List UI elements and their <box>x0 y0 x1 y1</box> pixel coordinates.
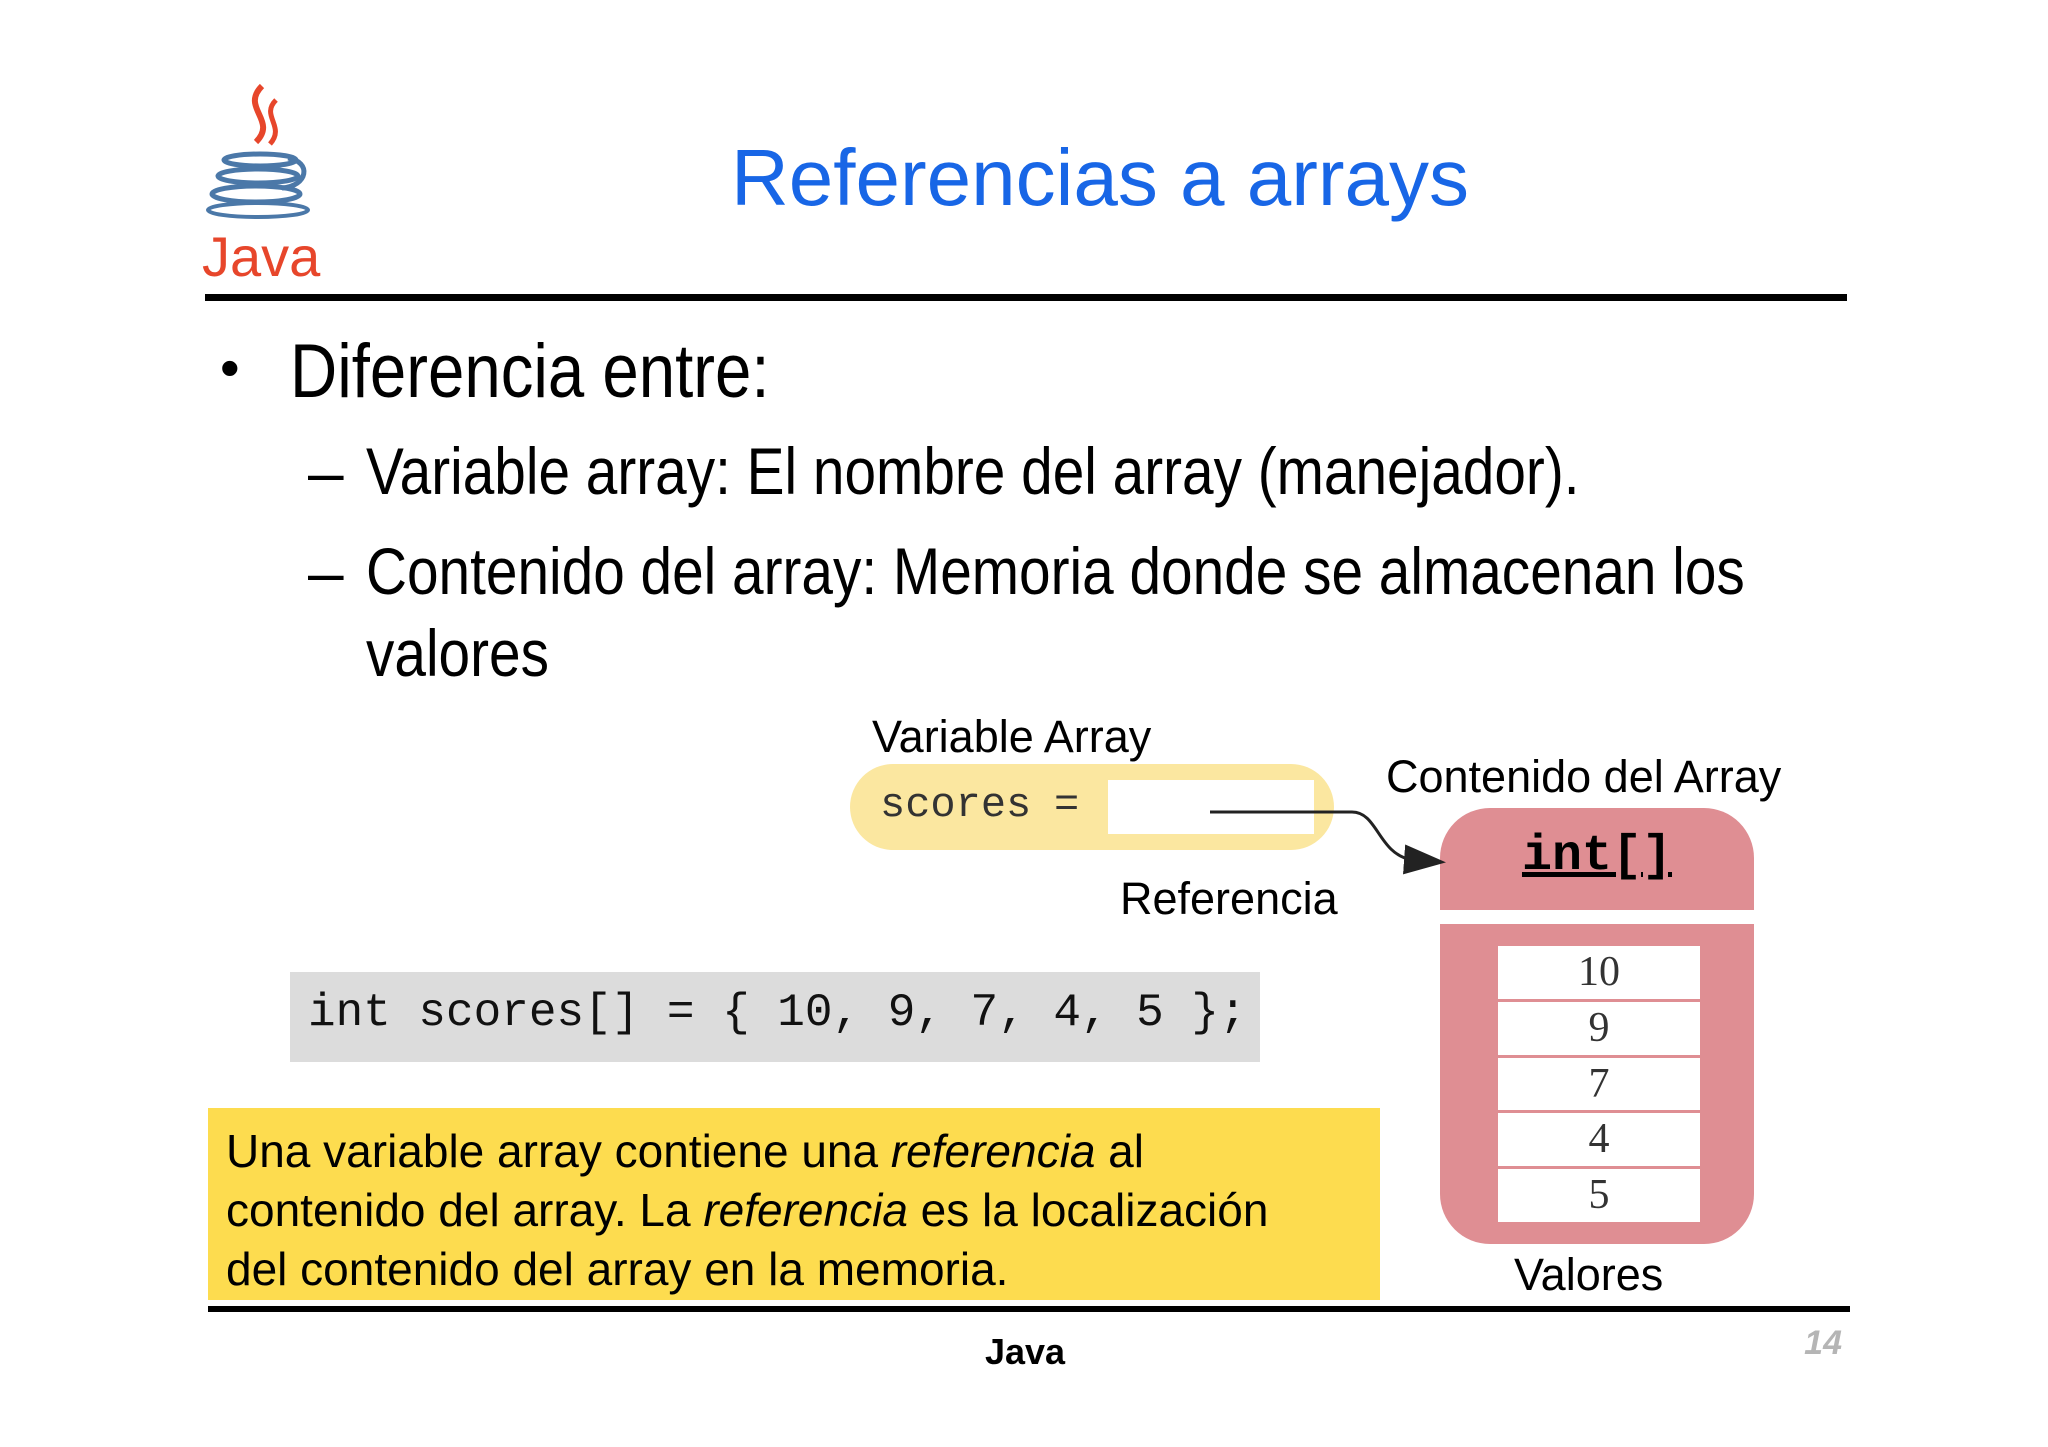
java-logo-text: Java <box>202 225 321 288</box>
bullet-dot: • <box>220 336 240 399</box>
array-cell: 10 <box>1498 946 1700 1002</box>
emphasis-referencia: referencia <box>890 1125 1096 1177</box>
variable-equals: = <box>1054 781 1080 829</box>
java-logo: Java <box>202 83 321 288</box>
page-number: 14 <box>1804 1324 1842 1362</box>
slide-title: Referencias a arrays <box>730 133 1470 222</box>
reference-slot <box>1108 780 1314 834</box>
array-header <box>1440 808 1754 910</box>
sub-bullet-content: Contenido del array: Memoria donde se al… <box>366 534 1745 608</box>
code-line: int scores[] = { 10, 9, 7, 4, 5 }; <box>308 987 1247 1039</box>
array-type: int[] <box>1521 828 1673 885</box>
variable-array-label: Variable Array <box>872 711 1152 762</box>
header-divider <box>205 294 1847 301</box>
array-content-label: Contenido del Array <box>1386 751 1782 802</box>
array-cell: 4 <box>1498 1113 1700 1170</box>
note-box <box>208 1108 1380 1300</box>
note-text: Una variable array contiene una referenc… <box>226 1125 1269 1295</box>
array-cell: 5 <box>1588 1172 1610 1219</box>
reference-label: Referencia <box>1120 873 1338 924</box>
variable-name: scores <box>880 781 1032 829</box>
array-cell: 7 <box>1498 1058 1700 1114</box>
sub-bullet-variable: Variable array: El nombre del array (man… <box>366 434 1580 508</box>
values-label: Valores <box>1514 1249 1664 1300</box>
sub-bullet-dash: – <box>308 436 344 508</box>
footer-label: Java <box>984 1331 1066 1372</box>
code-block <box>290 972 1260 1062</box>
sub-bullet-content-cont: valores <box>366 616 549 690</box>
bullet-main: Diferencia entre: <box>290 329 770 414</box>
emphasis-referencia: referencia <box>703 1184 908 1236</box>
array-values: 10 9 7 4 5 <box>1498 946 1700 1222</box>
footer-divider <box>208 1306 1850 1312</box>
array-cell: 9 <box>1498 1002 1700 1058</box>
sub-bullet-dash: – <box>308 536 344 608</box>
